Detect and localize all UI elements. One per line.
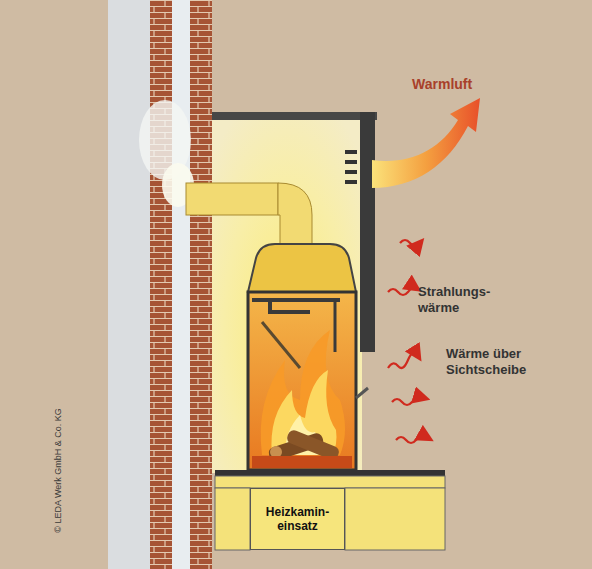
insert-compartment: Heizkamin- einsatz <box>250 488 345 550</box>
warm-air-label: Warmluft <box>412 76 522 93</box>
node-text: Heizkamin- einsatz <box>251 505 344 534</box>
copyright-watermark: © LEDA Werk GmbH & Co. KG <box>53 408 64 533</box>
radiant-heat-label: Strahlungs- wärme <box>418 284 508 315</box>
glass-heat-label: Wärme über Sichtscheibe <box>446 346 544 377</box>
